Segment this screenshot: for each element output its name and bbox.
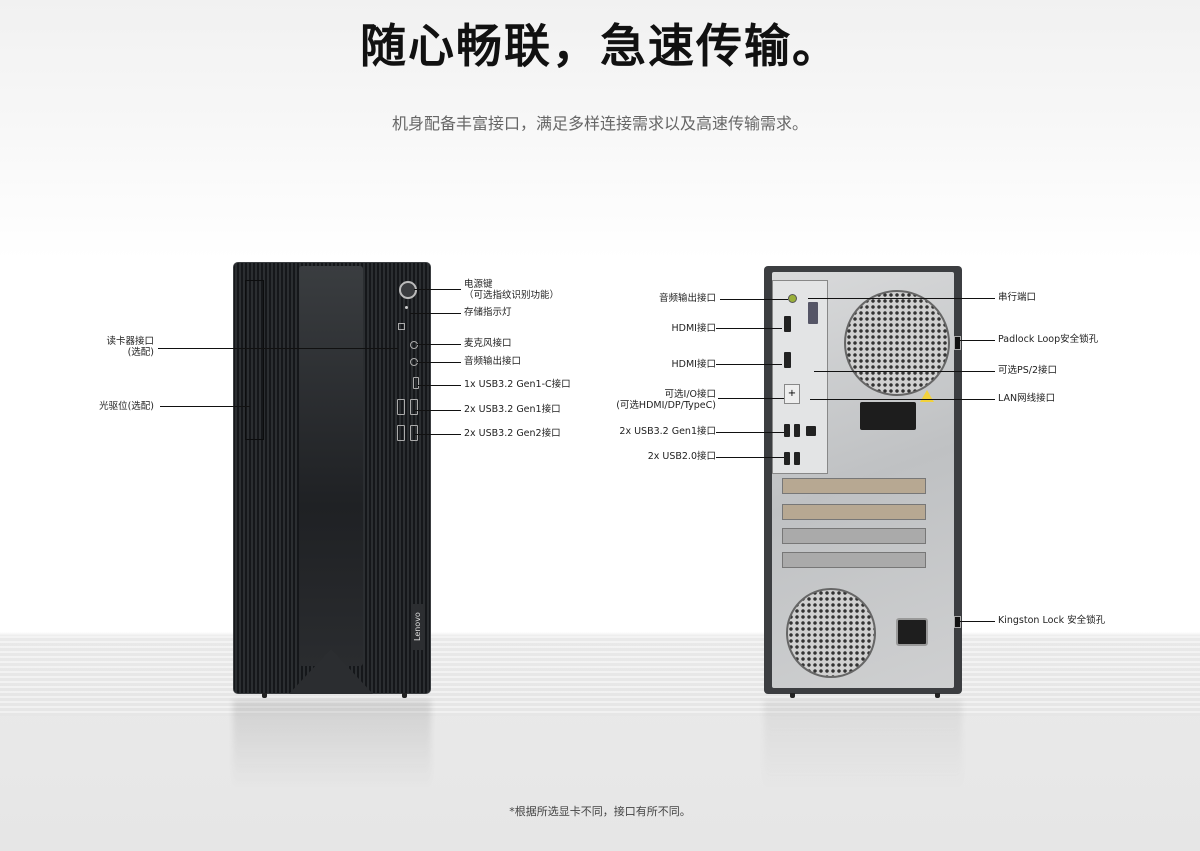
front-glossy-panel	[299, 266, 363, 666]
label-optical-drive: 光驱位(选配)	[99, 401, 154, 412]
leader-line	[415, 434, 461, 435]
lenovo-logo: Lenovo	[411, 604, 425, 650]
usb-a-icon	[410, 399, 418, 415]
leader-line	[417, 362, 461, 363]
leader-line	[810, 399, 995, 400]
io-shield	[772, 280, 828, 474]
leader-line	[160, 406, 250, 407]
front-wedge	[289, 649, 373, 694]
page-title: 随心畅联，急速传输。	[360, 19, 840, 73]
leader-line	[716, 364, 782, 365]
usb-a-icon	[794, 424, 800, 437]
gpu-slot	[782, 478, 926, 494]
label-card-reader: 读卡器接口(选配)	[106, 336, 154, 358]
back-reflection	[764, 700, 962, 790]
label-audio-out: 音频输出接口	[658, 293, 716, 304]
leader-line	[716, 432, 784, 433]
expansion-slot	[782, 528, 926, 544]
leader-line	[808, 298, 995, 299]
footnote: *根据所选显卡不同，接口有所不同。	[509, 805, 691, 818]
tower-foot	[402, 693, 407, 698]
usb-a-icon	[794, 452, 800, 465]
label-hdmi-2: HDMI接口	[671, 359, 716, 370]
leader-line	[410, 313, 461, 314]
hdmi-port-icon	[784, 316, 791, 332]
leader-line	[415, 410, 461, 411]
usb-a-icon	[784, 452, 790, 465]
leader-line	[716, 328, 782, 329]
usb-a-icon	[410, 425, 418, 441]
storage-led-icon	[405, 306, 408, 309]
label-usb-c-port: 1x USB3.2 Gen1-C接口	[464, 379, 571, 390]
leader-line	[716, 457, 784, 458]
optional-io-plus-icon: +	[784, 384, 800, 404]
leader-line	[814, 371, 995, 372]
label-usb32-gen1: 2x USB3.2 Gen1接口	[619, 426, 716, 437]
optical-drive-bay	[245, 280, 264, 440]
card-slot-icon	[398, 323, 405, 330]
label-lan-port: LAN网线接口	[998, 393, 1056, 404]
label-microphone-port: 麦克风接口	[464, 338, 512, 349]
label-optional-io: 可选I/O接口(可选HDMI/DP/TypeC)	[616, 389, 716, 411]
label-hdmi-1: HDMI接口	[671, 323, 716, 334]
hdmi-port-icon	[784, 352, 791, 368]
tower-foot	[935, 693, 940, 698]
kingston-lock-icon	[954, 616, 961, 628]
label-storage-indicator: 存储指示灯	[464, 307, 512, 318]
label-serial-port: 串行端口	[998, 292, 1037, 303]
floor-background	[0, 636, 1200, 716]
lan-port-icon	[806, 426, 816, 436]
front-tower-image: Lenovo	[233, 262, 431, 694]
power-socket-icon	[896, 618, 928, 646]
vent-block	[860, 402, 916, 430]
mic-jack-icon	[410, 341, 418, 349]
label-usb20: 2x USB2.0接口	[647, 451, 716, 462]
leader-line	[414, 289, 461, 290]
warning-icon	[920, 390, 934, 402]
label-usb-gen1-ports: 2x USB3.2 Gen1接口	[464, 404, 561, 415]
label-padlock-loop: Padlock Loop安全锁孔	[998, 334, 1099, 345]
tower-foot	[790, 693, 795, 698]
expansion-slot	[782, 552, 926, 568]
usb-a-icon	[397, 399, 405, 415]
usb-c-icon	[413, 377, 419, 389]
label-usb-gen2-ports: 2x USB3.2 Gen2接口	[464, 428, 561, 439]
label-power-button: 电源键（可选指纹识别功能）	[464, 279, 560, 301]
label-audio-out-port: 音频输出接口	[464, 356, 522, 367]
usb-a-icon	[784, 424, 790, 437]
leader-line	[958, 340, 995, 341]
back-tower-image: +	[764, 266, 962, 694]
page-subtitle: 机身配备丰富接口，满足多样连接需求以及高速传输需求。	[391, 114, 808, 133]
padlock-loop-icon	[954, 336, 961, 350]
leader-line	[720, 299, 788, 300]
leader-line	[417, 344, 461, 345]
power-button-icon	[399, 281, 417, 299]
leader-line	[958, 621, 995, 622]
front-reflection	[233, 700, 431, 790]
usb-a-icon	[397, 425, 405, 441]
psu-fan-grille	[786, 588, 876, 678]
leader-line	[158, 348, 398, 349]
leader-line	[418, 385, 461, 386]
serial-port-icon	[808, 302, 818, 324]
audio-jack-icon	[788, 294, 797, 303]
cpu-fan-grille	[844, 290, 950, 396]
tower-foot	[262, 693, 267, 698]
leader-line	[718, 398, 784, 399]
expansion-slot	[782, 504, 926, 520]
label-ps2-port: 可选PS/2接口	[998, 365, 1058, 376]
label-kingston-lock: Kingston Lock 安全锁孔	[998, 615, 1106, 626]
